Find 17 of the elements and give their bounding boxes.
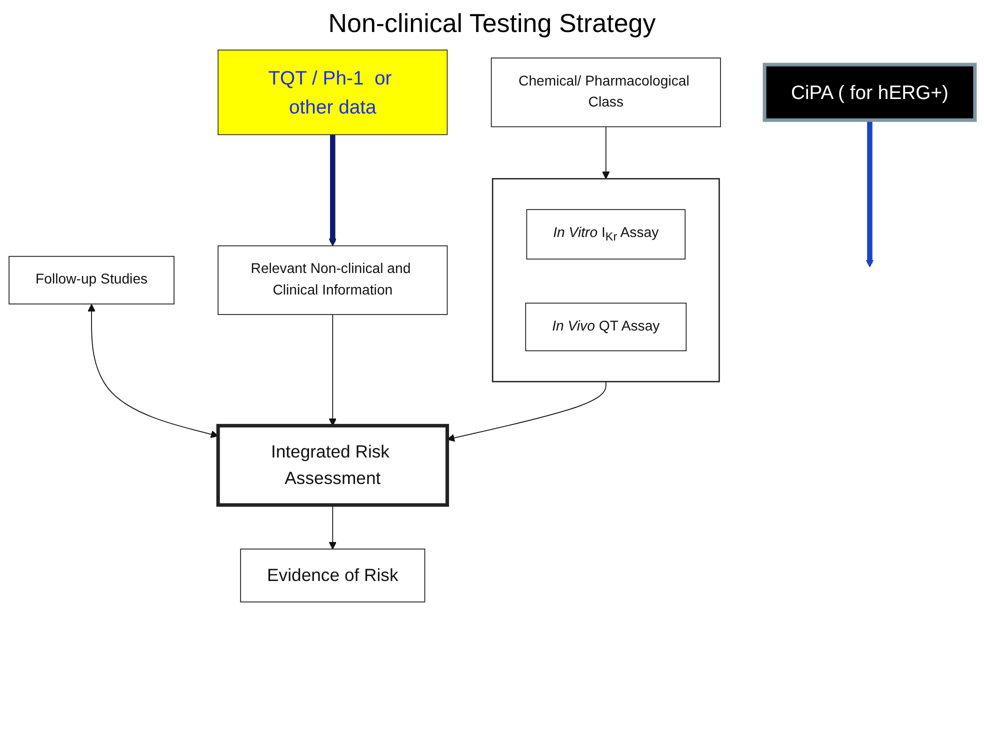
- arrow: [602, 126, 610, 180]
- arrow: [328, 504, 337, 550]
- node-box: TQT / Ph-1 or other data: [218, 50, 448, 136]
- arrow: [88, 304, 218, 438]
- node-box: Relevant Non-clinical and Clinical Information: [218, 245, 448, 315]
- arrow: [866, 120, 874, 268]
- node-box: Chemical/ Pharmacological Class: [490, 58, 721, 128]
- node-box: In Vitro I$_{Kr}$ Assay: [526, 209, 686, 260]
- diagram-title: Non-clinical Testing Strategy: [327, 8, 657, 39]
- node-box: CiPA ( for hERG+): [762, 62, 977, 122]
- node-box: In Vivo QT Assay: [525, 302, 687, 352]
- node-box: Integrated Risk Assessment: [216, 424, 450, 507]
- arrow: [328, 134, 337, 246]
- cluster: [492, 178, 720, 382]
- arrow: [328, 314, 337, 426]
- node-box: Follow-up Studies: [8, 256, 174, 304]
- node-box: Evidence of Risk: [240, 548, 426, 602]
